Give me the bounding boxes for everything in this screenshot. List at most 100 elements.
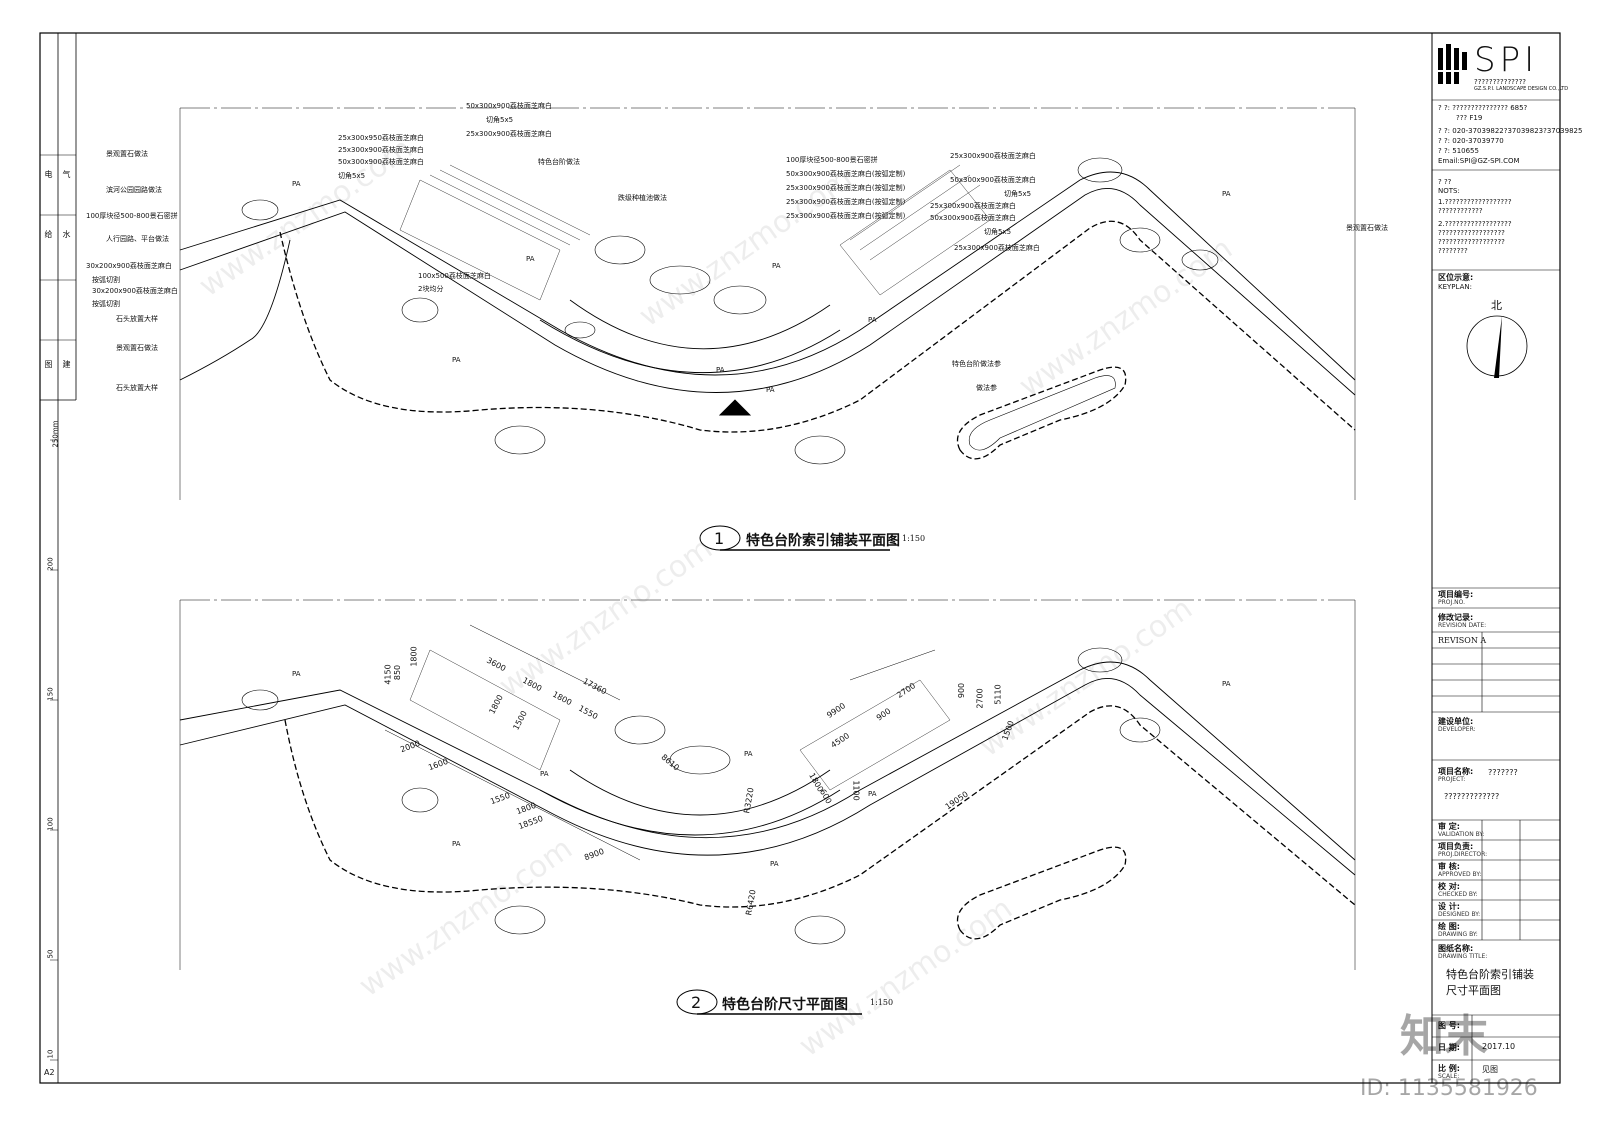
area-label: PA [292, 180, 301, 188]
project-no-label-en: PROJ.NO. [1438, 599, 1466, 606]
dimension: 900 [957, 682, 967, 699]
area-label: PA [1222, 190, 1231, 198]
strip-label: 电 [44, 170, 53, 178]
area-label: PA [868, 790, 877, 798]
checked-label-en: CHECKED BY: [1438, 891, 1478, 898]
annotation: 25x300x900荔枝面芝麻白 [930, 202, 1016, 210]
drawing-title-2: 尺寸平面图 [1446, 984, 1501, 997]
annotation: 25x300x900荔枝面芝麻白(按弧定制) [786, 198, 906, 206]
area-label: PA [1222, 680, 1231, 688]
revision-label: 修改记录: [1438, 613, 1474, 622]
strip-label: 图 [44, 360, 53, 368]
plan1-scale: 1:150 [902, 534, 926, 543]
dimension: 5110 [993, 684, 1003, 705]
note-line: ?????????????????? [1438, 238, 1505, 246]
area-label: PA [868, 316, 877, 324]
note-line: ???????????? [1438, 207, 1483, 215]
annotation: 特色台阶做法参 [952, 360, 1001, 368]
ruler-label: 50 [46, 949, 55, 959]
plan2-number: 2 [691, 993, 702, 1012]
ruler-label: 10 [46, 1049, 55, 1059]
area-label: PA [716, 366, 725, 374]
ruler-label: 250mm [51, 420, 60, 448]
north-label: 北 [1491, 299, 1502, 312]
note-line: ?????????????????? [1438, 229, 1505, 237]
annotation: 100厚块径500-800景石密拼 [86, 212, 178, 220]
contact-line: ? ?: 510655 [1438, 147, 1479, 155]
date-label: 日 期: [1438, 1043, 1460, 1052]
drawing-title-label: 图纸名称: [1438, 944, 1474, 953]
plan2-title: 特色台阶尺寸平面图 [722, 997, 848, 1013]
area-label: PA [452, 356, 461, 364]
drawing-by-label-en: DRAWING BY: [1438, 931, 1478, 938]
ruler-label: 150 [46, 687, 55, 701]
project-label-en: PROJECT: [1438, 776, 1466, 783]
note-line: 2.?????????????????? [1438, 220, 1512, 228]
project-label: 项目名称: [1438, 767, 1474, 776]
annotation: 50x300x900荔枝面芝麻白(按弧定制) [786, 170, 906, 178]
annotation: 50x300x900荔枝面芝麻白 [930, 214, 1016, 222]
annotation: 切角5x5 [984, 228, 1012, 236]
dimension: 2700 [975, 688, 985, 709]
annotation: 25x300x900荔枝面芝麻白 [466, 130, 552, 138]
dimension: 1800 [409, 646, 419, 667]
designed-label-en: DESIGNED BY: [1438, 911, 1481, 918]
drawing-by-label: 绘 图: [1438, 922, 1460, 931]
area-label: PA [540, 770, 549, 778]
sheet-size: A2 [44, 1068, 55, 1077]
drawing-title: 特色台阶索引铺装 [1446, 968, 1534, 981]
annotation: 25x300x900荔枝面芝麻白(按弧定制) [786, 212, 906, 220]
area-label: PA [772, 262, 781, 270]
annotation: 25x300x950荔枝面芝麻白 [338, 134, 424, 142]
annotation: 切角5x5 [338, 172, 366, 180]
annotation: 景观置石做法 [116, 344, 158, 352]
contact-email: Email:SPI@GZ-SPI.COM [1438, 157, 1520, 165]
dimension: 1100 [851, 780, 861, 801]
annotation: 25x300x900荔枝面芝麻白 [950, 152, 1036, 160]
project-name: ??????? [1488, 768, 1518, 777]
note-line: ???????? [1438, 247, 1468, 255]
director-label-en: PROJ.DIRECTOR: [1438, 851, 1488, 858]
company-name-cn: ?????????????? [1474, 78, 1527, 86]
ruler-label: 200 [46, 557, 55, 571]
ruler-label: 100 [46, 817, 55, 831]
contact-line: ??? F19 [1456, 114, 1483, 122]
annotation: 2块均分 [418, 285, 444, 293]
contact-line: ? ?: ??????????????? 685? [1438, 104, 1528, 112]
annotation: 50x300x900荔枝面芝麻白 [466, 102, 552, 110]
revision-label-en: REVISION DATE: [1438, 622, 1487, 629]
director-label: 项目负责: [1438, 842, 1474, 851]
notes-title-en: NOTS: [1438, 187, 1460, 195]
approved-label-en: APPROVED BY: [1438, 871, 1482, 878]
annotation: 100厚块径500-800景石密拼 [786, 156, 878, 164]
area-label: PA [766, 386, 775, 394]
plan1-number: 1 [714, 529, 725, 548]
validation-label-en: VALIDATION BY: [1438, 831, 1485, 838]
annotation: 切角5x5 [1004, 190, 1032, 198]
annotation: 石头放置大样 [116, 315, 158, 323]
keyplan-title: 区位示意: [1438, 273, 1474, 282]
validation-label: 审 定: [1438, 822, 1460, 831]
annotation: 按弧切割 [92, 300, 120, 308]
designed-label: 设 计: [1438, 902, 1460, 911]
plan1-title: 特色台阶索引铺装平面图 [746, 533, 900, 549]
annotation: 景观置石做法 [106, 150, 148, 158]
annotation: 跌级种植池做法 [618, 194, 667, 202]
scale-label: 比 例: [1438, 1064, 1460, 1073]
annotation: 30x200x900荔枝面芝麻白 [92, 287, 178, 295]
approved-label: 审 核: [1438, 862, 1460, 871]
area-label: PA [526, 255, 535, 263]
annotation: 30x200x900荔枝面芝麻白 [86, 262, 172, 270]
strip-label: 建 [62, 360, 71, 368]
plan2-scale: 1:150 [870, 998, 894, 1007]
annotation: 按弧切割 [92, 276, 120, 284]
annotation: 特色台阶做法 [538, 158, 580, 166]
annotation: 石头放置大样 [116, 384, 158, 392]
area-label: PA [744, 750, 753, 758]
annotation: 滨河公园园路做法 [106, 186, 162, 194]
annotation: 100x500荔枝面芝麻白 [418, 272, 491, 280]
area-label: PA [452, 840, 461, 848]
drawing-no-label: 图 号: [1438, 1021, 1460, 1030]
area-label: PA [770, 860, 779, 868]
